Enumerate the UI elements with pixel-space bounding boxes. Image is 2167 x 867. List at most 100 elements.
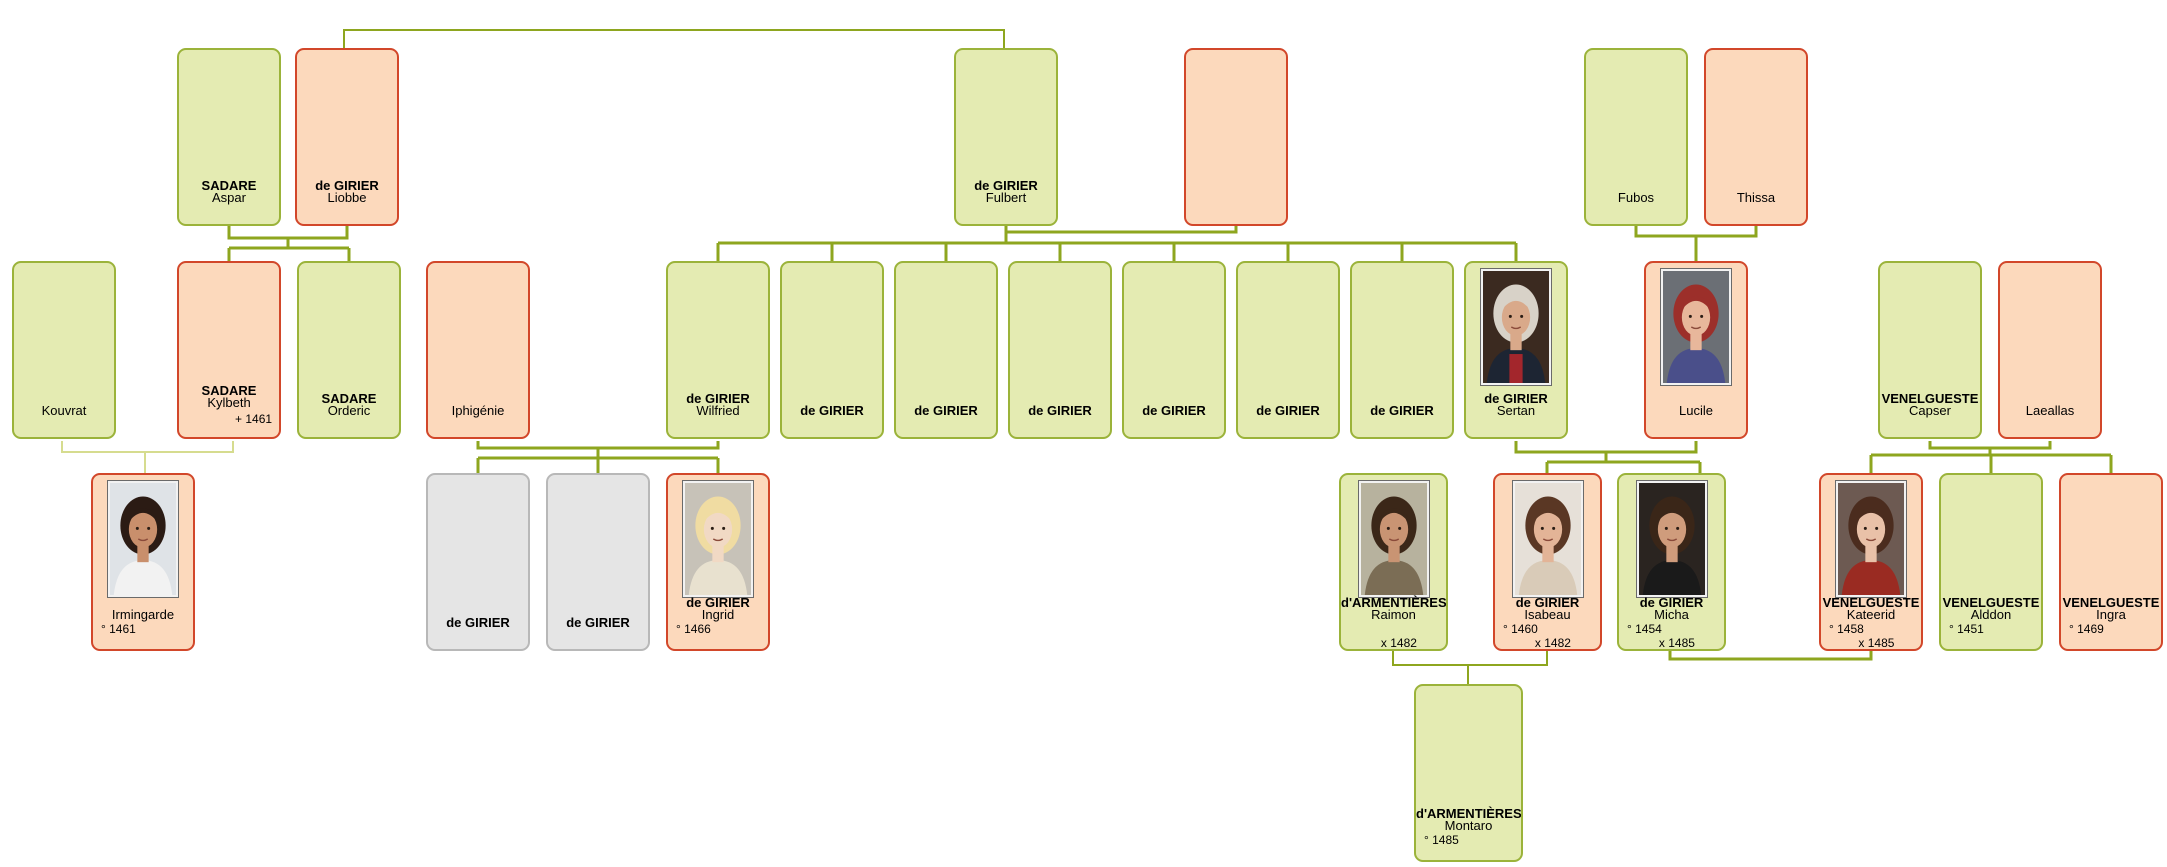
person-surname: de GIRIER <box>566 615 630 630</box>
person-card-dg1[interactable]: de GIRIER <box>780 261 884 439</box>
person-card-lucile[interactable]: Lucile <box>1644 261 1748 439</box>
portrait-photo <box>108 481 178 597</box>
birth-date: ° 1461 <box>101 622 136 636</box>
person-card-dg3[interactable]: de GIRIER <box>1008 261 1112 439</box>
person-surname: de GIRIER <box>686 391 750 406</box>
person-given-name: Fubos <box>1617 190 1655 205</box>
person-surname: VENELGUESTE <box>1942 595 2040 610</box>
person-surname: SADARE <box>201 383 257 398</box>
person-surname: de GIRIER <box>1028 403 1092 418</box>
person-given-name: Ingra <box>2096 607 2126 622</box>
person-card-thissa[interactable]: Thissa <box>1704 48 1808 226</box>
person-card-dgu1[interactable]: de GIRIER <box>426 473 530 651</box>
person-given-name: Capser <box>1909 403 1951 418</box>
person-surname: de GIRIER <box>914 403 978 418</box>
person-card-irmingarde[interactable]: Irmingarde° 1461 <box>91 473 195 651</box>
person-given-name: Kouvrat <box>41 403 87 418</box>
portrait-photo <box>1661 269 1731 385</box>
person-card-iphigenie[interactable]: Iphigénie <box>426 261 530 439</box>
person-card-dgu2[interactable]: de GIRIER <box>546 473 650 651</box>
person-surname: VENELGUESTE <box>1881 391 1979 406</box>
person-name: Fubos <box>1586 190 1686 205</box>
person-given-name: Laeallas <box>2025 403 2075 418</box>
person-given-name: Aspar <box>212 190 246 205</box>
birth-date: ° 1460 <box>1503 622 1538 636</box>
connector-line <box>1634 226 1758 238</box>
person-name: de GIRIER <box>1238 404 1338 417</box>
person-given-name: Sertan <box>1496 403 1536 418</box>
person-given-name: Alddon <box>1970 607 2012 622</box>
person-name: Laeallas <box>2000 403 2100 418</box>
person-surname: de GIRIER <box>1639 595 1704 610</box>
portrait-photo <box>1358 481 1429 597</box>
person-name: Lucile <box>1646 403 1746 418</box>
person-surname: de GIRIER <box>1142 403 1206 418</box>
person-card-fulbert-wife[interactable] <box>1184 48 1288 226</box>
person-card-kouvrat[interactable]: Kouvrat <box>12 261 116 439</box>
connector-line <box>476 441 720 450</box>
sibling-link-line <box>343 29 1005 48</box>
person-card-dg2[interactable]: de GIRIER <box>894 261 998 439</box>
person-surname: de GIRIER <box>1370 403 1434 418</box>
marriage-date: x 1485 <box>1658 636 1695 650</box>
person-given-name: Raimon <box>1371 607 1416 622</box>
connector-line <box>1392 651 1548 666</box>
connector-line <box>1004 226 1238 234</box>
marriage-date: x 1482 <box>1534 636 1571 650</box>
portrait-photo <box>1512 481 1583 597</box>
person-given-name: Iphigénie <box>451 403 505 418</box>
connector-line <box>1514 441 1698 454</box>
person-given-name: Irmingarde <box>111 607 175 622</box>
portrait-photo <box>1481 269 1551 385</box>
person-given-name: Wilfried <box>696 403 740 418</box>
birth-date: ° 1469 <box>2069 622 2104 636</box>
person-given-name: Lucile <box>1679 403 1713 418</box>
person-surname: d'ARMENTIÈRES <box>1341 595 1447 610</box>
birth-date: ° 1466 <box>676 622 711 636</box>
person-card-laeallas[interactable]: Laeallas <box>1998 261 2102 439</box>
person-name: de GIRIER <box>782 404 882 417</box>
connector-line <box>1928 441 2052 450</box>
person-given-name: Micha <box>1654 607 1689 622</box>
person-given-name: Montaro <box>1444 818 1493 833</box>
person-surname: de GIRIER <box>974 178 1038 193</box>
person-surname: de GIRIER <box>446 615 510 630</box>
person-card-fubos[interactable]: Fubos <box>1584 48 1688 226</box>
connector-line <box>227 226 349 240</box>
person-card-dg6[interactable]: de GIRIER <box>1350 261 1454 439</box>
person-given-name: Isabeau <box>1524 607 1571 622</box>
person-given-name: Ingrid <box>701 607 735 622</box>
marriage-link-line <box>1668 651 1873 661</box>
person-name: Thissa <box>1706 191 1806 204</box>
person-given-name: Liobbe <box>327 190 367 205</box>
person-card-dg5[interactable]: de GIRIER <box>1236 261 1340 439</box>
portrait-photo <box>1836 481 1906 597</box>
person-card-dg4[interactable]: de GIRIER <box>1122 261 1226 439</box>
